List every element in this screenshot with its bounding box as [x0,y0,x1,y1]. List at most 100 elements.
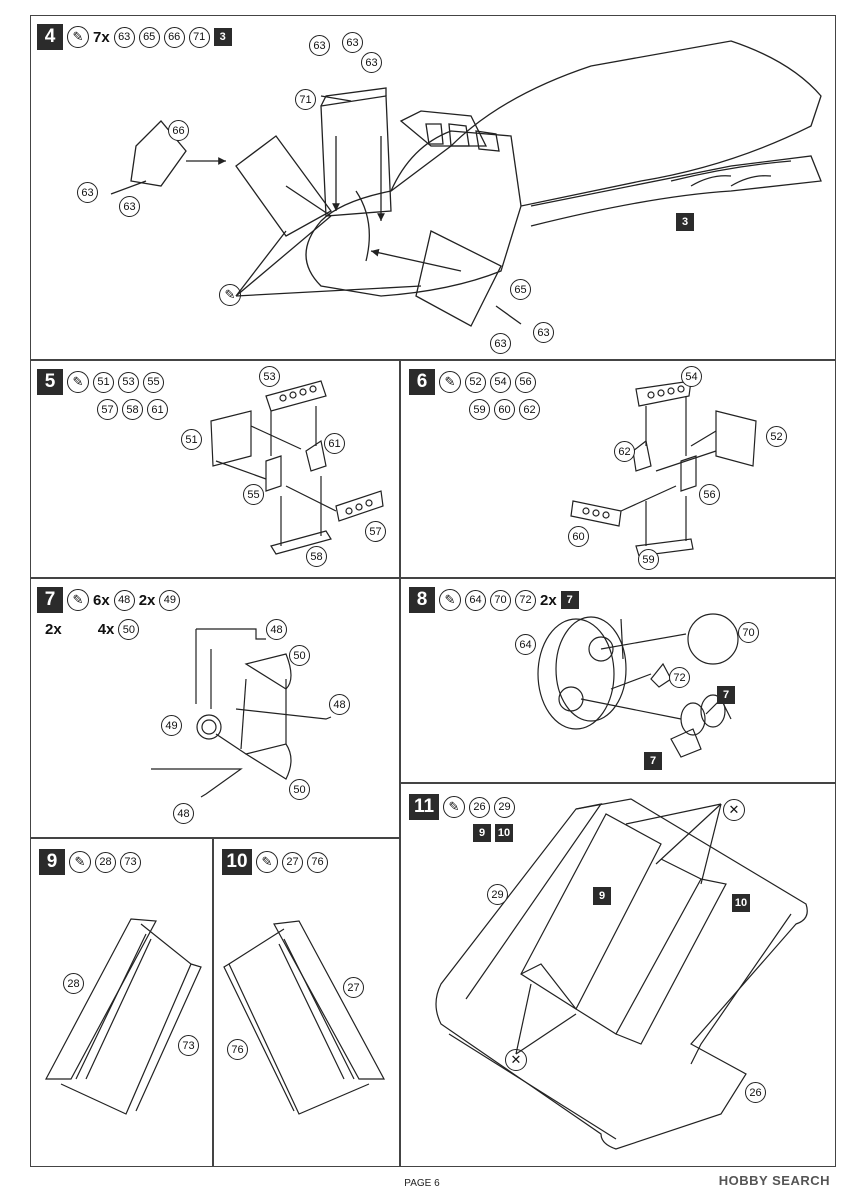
quantity: 6x [93,591,110,609]
step-number: 4 [37,24,63,50]
glue-brush-icon: ✎ [69,851,91,873]
part-callout: 59 [638,549,659,570]
step-11-panel: 11 ✎ 26 29 9 10 ✕ ✕ 29 26 9 10 [400,783,836,1167]
part-number: 62 [519,399,540,420]
step-number: 10 [222,849,252,875]
part-number: 55 [143,371,164,393]
part-number: 49 [159,589,181,611]
part-number: 50 [118,619,140,640]
part-callout: 65 [510,279,531,300]
step-7-panel: 7 ✎ 6x 48 2x 49 2x 4x 50 48 50 48 49 50 [30,578,400,838]
part-number: 65 [138,26,160,48]
part-callout: 53 [259,366,280,387]
part-callout: 50 [289,645,310,666]
part-callout: 58 [306,546,327,567]
part-callout: 52 [766,426,787,447]
part-callout: 28 [63,973,84,994]
quantity: 2x [138,591,156,609]
reference-step-badge: 7 [560,591,579,609]
reference-step-badge: 7 [717,686,735,704]
part-callout: 66 [168,120,189,141]
part-callout: 48 [329,694,350,715]
step-10-panel: 10 ✎ 27 76 27 76 [213,838,400,1167]
part-callout: 63 [361,52,382,73]
part-callout: 73 [178,1035,199,1056]
step-7-header: 7 ✎ 6x 48 2x 49 [37,587,181,613]
part-callout: 62 [614,441,635,462]
quantity: 2x [540,591,557,609]
step-11-drawing [435,798,808,1150]
reference-step-badge: 3 [676,213,694,231]
step-number: 11 [409,794,439,820]
step-9-panel: 9 ✎ 28 73 28 73 [30,838,213,1167]
part-callout: 55 [243,484,264,505]
page-number: PAGE 6 [404,1178,440,1189]
step-6-header: 6 ✎ 52 54 56 [409,369,536,395]
part-number: 61 [147,399,168,420]
glue-brush-icon: ✎ [439,589,461,611]
part-number: 57 [97,399,118,420]
part-callout: 26 [745,1082,766,1103]
step-number: 9 [39,849,65,875]
part-number: 66 [163,26,185,48]
part-number: 29 [494,796,515,818]
step-8-header: 8 ✎ 64 70 72 2x 7 [409,587,579,613]
part-callout: 63 [119,196,140,217]
no-glue-icon: ✕ [505,1049,527,1071]
part-number: 60 [494,399,515,420]
glue-brush-icon: ✎ [67,26,89,48]
step-9-header: 9 ✎ 28 73 [39,849,141,875]
part-callout: 51 [181,429,202,450]
part-number: 56 [515,371,536,393]
step-number: 6 [409,369,435,395]
step-number: 7 [37,587,63,613]
reference-step-badge: 9 [593,887,611,905]
part-callout: 54 [681,366,702,387]
step-7-drawing [151,628,332,798]
step-8-panel: 8 ✎ 64 70 72 2x 7 64 70 72 7 7 [400,578,836,783]
part-callout: 71 [295,89,316,110]
part-callout: 70 [738,622,759,643]
part-number: 58 [122,399,143,420]
part-number: 28 [95,851,116,873]
glue-brush-icon: ✎ [67,589,89,611]
quantity: 7x [93,28,110,46]
part-number: 64 [465,589,486,611]
reference-step-badge: 10 [495,824,513,842]
step-6-panel: 6 ✎ 52 54 56 59 60 62 54 52 62 56 [400,360,836,578]
part-callout: 27 [343,977,364,998]
part-number: 70 [490,589,511,611]
part-callout: 48 [173,803,194,824]
step-6-drawing [570,380,757,557]
part-callout: 57 [365,521,386,542]
part-number: 59 [469,399,490,420]
step-5-drawing [210,380,384,555]
part-number: 71 [188,26,210,48]
part-number: 48 [113,589,135,611]
glue-brush-icon: ✎ [256,851,278,873]
part-number: 63 [113,26,135,48]
step-5-header: 5 ✎ 51 53 55 [37,369,197,395]
part-callout: 63 [342,32,363,53]
part-callout: 56 [699,484,720,505]
step-5-panel: 5 ✎ 51 53 55 57 58 61 53 51 61 55 [30,360,400,578]
reference-step-badge: 7 [644,752,662,770]
part-number: 72 [515,589,536,611]
reference-step-badge: 3 [213,28,232,46]
part-callout: 64 [515,634,536,655]
part-callout: 50 [289,779,310,800]
step-11-header: 11 ✎ 26 29 [409,794,515,820]
step-10-header: 10 ✎ 27 76 [222,849,328,875]
part-callout: 61 [324,433,345,454]
step-4-panel: 4 ✎ 7x 63 65 66 71 3 [30,15,836,360]
glue-brush-icon: ✎ [439,371,461,393]
step-9-drawing [45,918,202,1115]
part-number: 26 [469,796,490,818]
part-number: 52 [465,371,486,393]
part-callout: 72 [669,667,690,688]
part-number: 53 [118,371,139,393]
part-number: 51 [93,371,114,393]
part-number: 27 [282,851,303,873]
part-number: 73 [120,851,141,873]
part-callout: 48 [266,619,287,640]
